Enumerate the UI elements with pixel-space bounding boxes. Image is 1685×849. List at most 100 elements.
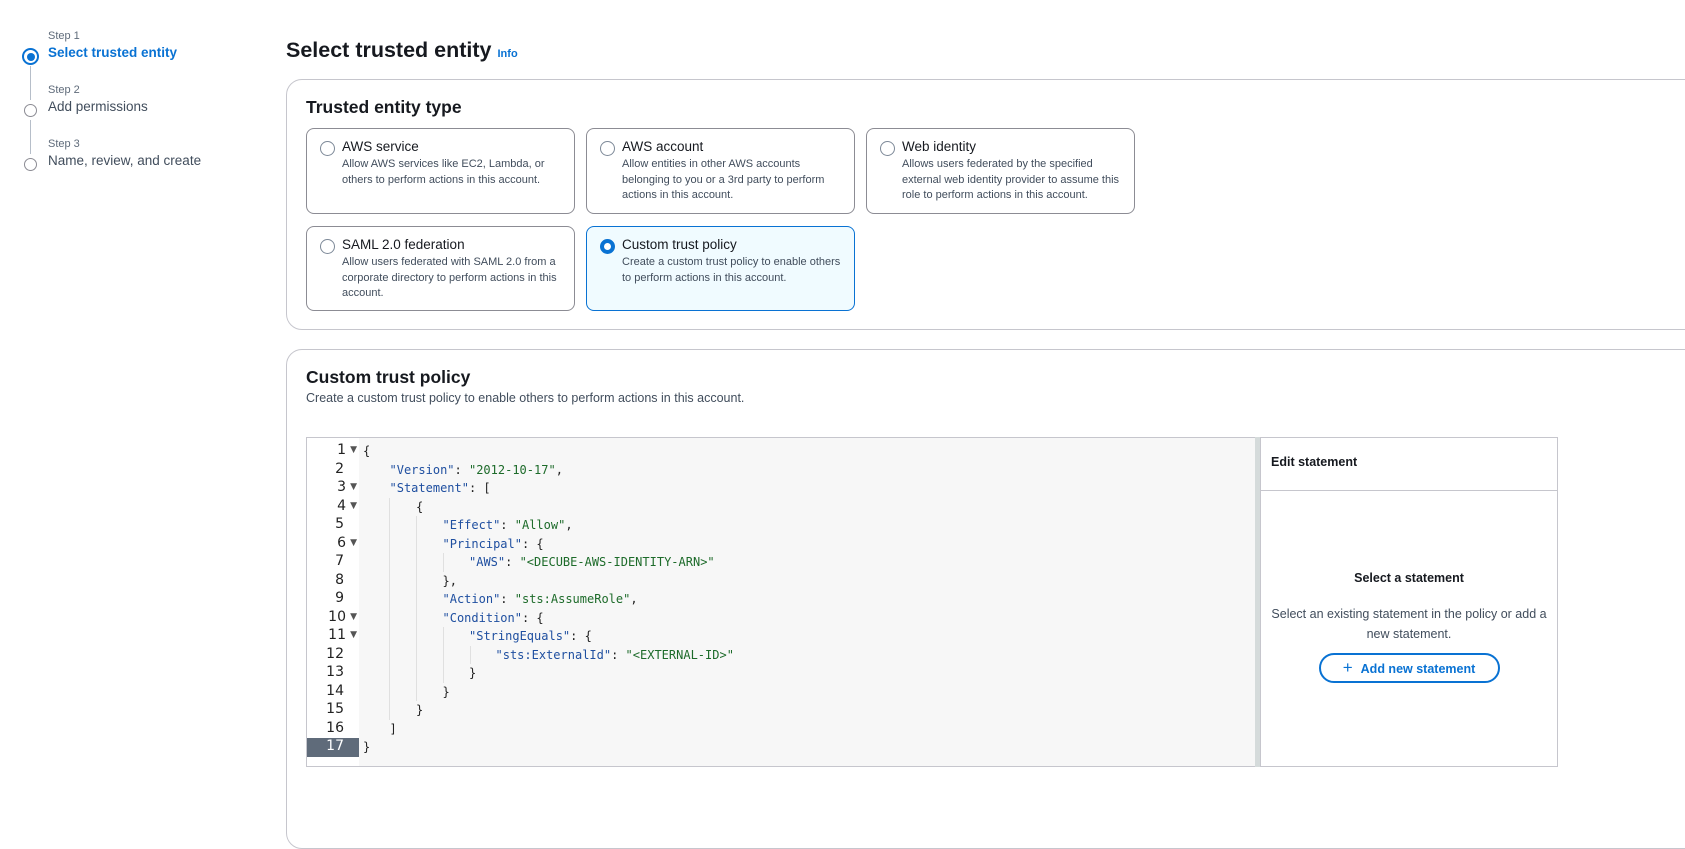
edit-statement-title: Edit statement (1261, 438, 1557, 491)
step-select-trusted-entity[interactable]: Step 1 Select trusted entity (22, 30, 201, 100)
line-number: 11▼ (328, 627, 357, 643)
indent-guide (416, 682, 417, 701)
step-add-permissions: Step 2 Add permissions (22, 84, 201, 154)
code-line: ] (390, 720, 397, 739)
indent-guide (416, 627, 417, 646)
code-line: } (416, 701, 423, 720)
json-punctuation: : (611, 647, 626, 662)
add-new-statement-button[interactable]: +Add new statement (1318, 653, 1500, 683)
fold-toggle-icon[interactable]: ▼ (350, 500, 357, 511)
indent-guide (389, 645, 390, 664)
line-number: 13 (326, 664, 344, 680)
wizard-steps: Step 1 Select trusted entity Step 2 Add … (22, 28, 201, 190)
json-string: "<EXTERNAL-ID>" (625, 647, 734, 662)
json-punctuation: }, (442, 573, 457, 588)
option-title: AWS service (342, 139, 419, 154)
fold-toggle-icon[interactable]: ▼ (350, 445, 357, 455)
line-number: 2 (335, 460, 344, 477)
indent-guide (389, 627, 390, 646)
step-name: Select trusted entity (48, 45, 178, 60)
code-line: "Statement": [ (390, 479, 491, 498)
json-key: "StringEquals" (469, 629, 571, 643)
code-line: "Version": "2012-10-17", (390, 461, 563, 480)
fold-toggle-icon[interactable]: ▼ (350, 611, 357, 622)
line-number: 3▼ (337, 479, 357, 495)
line-number: 10▼ (328, 608, 357, 625)
radio-button[interactable] (880, 141, 895, 156)
code-line: "StringEquals": { (469, 627, 592, 646)
indent-guide (416, 534, 417, 553)
code-line: }, (443, 572, 457, 591)
json-punctuation: : (505, 555, 520, 569)
indent-guide (416, 516, 417, 535)
json-punctuation: } (442, 684, 450, 699)
option-title: Web identity (902, 139, 977, 154)
empty-state-desc: Select an existing statement in the poli… (1271, 607, 1547, 641)
section-title: Trusted entity type (306, 97, 462, 117)
json-punctuation: } (363, 740, 371, 754)
line-number: 7 (335, 553, 344, 569)
line-number: 4▼ (337, 497, 357, 514)
line-number: 15 (326, 701, 344, 717)
edit-statement-panel: Edit statement Select a statement Select… (1260, 437, 1558, 767)
indent-guide (470, 645, 471, 664)
step-connector (30, 120, 31, 154)
step-name: Add permissions (48, 99, 148, 114)
json-string: "Allow" (514, 518, 566, 532)
info-link[interactable]: Info (497, 48, 518, 60)
line-number: 5 (335, 516, 344, 532)
step-label: Step 1 (48, 30, 80, 42)
radio-button[interactable] (600, 141, 615, 156)
radio-button[interactable] (320, 141, 335, 156)
indent-guide (389, 553, 390, 572)
indent-guide (443, 664, 444, 683)
line-number: 17 (307, 738, 359, 757)
option-desc: Allow AWS services like EC2, Lambda, or … (342, 158, 545, 186)
step-name: Name, review, and create (48, 153, 202, 168)
json-punctuation: : (500, 592, 515, 606)
fold-toggle-icon[interactable]: ▼ (350, 537, 357, 548)
json-string: "sts:AssumeRole" (514, 592, 631, 606)
line-number: 1▼ (337, 442, 357, 458)
indent-guide (416, 553, 417, 572)
step-pending-icon (24, 104, 37, 117)
json-key: "Action" (442, 592, 501, 606)
section-description: Create a custom trust policy to enable o… (306, 391, 745, 405)
code-line: "Condition": { (443, 609, 544, 628)
fold-toggle-icon[interactable]: ▼ (350, 482, 357, 492)
radio-button-selected[interactable] (600, 239, 615, 254)
json-punctuation: { (363, 444, 371, 458)
option-desc: Create a custom trust policy to enable o… (622, 256, 841, 284)
json-key: "AWS" (469, 555, 506, 569)
indent-guide (389, 608, 390, 627)
indent-guide (389, 534, 390, 553)
json-key: "Statement" (389, 481, 469, 495)
json-punctuation: , (630, 592, 638, 606)
json-punctuation: } (469, 666, 477, 680)
custom-trust-policy-panel: Custom trust policy Create a custom trus… (286, 349, 1685, 849)
plus-icon: + (1342, 658, 1353, 677)
step-pending-icon (24, 158, 37, 171)
indent-guide (416, 590, 417, 609)
panel-resize-handle[interactable] (1255, 437, 1260, 767)
code-line: "Effect": "Allow", (443, 516, 573, 535)
line-number: 6▼ (337, 534, 357, 551)
indent-guide (443, 645, 444, 664)
json-key: "Version" (389, 462, 455, 477)
section-title: Custom trust policy (306, 367, 471, 387)
indent-guide (389, 590, 390, 609)
json-key: "sts:ExternalId" (495, 647, 612, 662)
radio-button[interactable] (320, 239, 335, 254)
indent-guide (389, 664, 390, 683)
code-line: "Action": "sts:AssumeRole", (443, 590, 638, 609)
json-string: "2012-10-17" (468, 462, 556, 477)
fold-toggle-icon[interactable]: ▼ (350, 630, 357, 640)
indent-guide (389, 701, 390, 720)
json-key: "Effect" (442, 518, 501, 532)
